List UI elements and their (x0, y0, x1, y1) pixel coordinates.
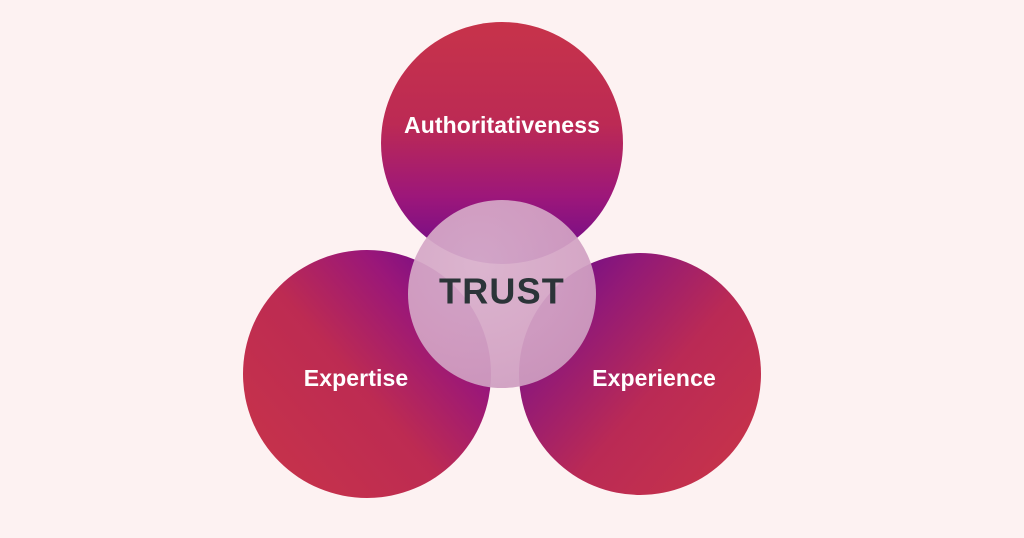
expertise-label: Expertise (304, 365, 408, 391)
trust-circle[interactable] (408, 200, 596, 388)
lobe-authoritativeness[interactable]: Authoritativeness (381, 22, 623, 264)
experience-label: Experience (592, 365, 716, 391)
trust-label: TRUST (439, 271, 565, 312)
center-trust-node[interactable]: TRUST (408, 200, 596, 388)
authoritativeness-label: Authoritativeness (404, 112, 600, 138)
authoritativeness-circle[interactable] (381, 22, 623, 264)
